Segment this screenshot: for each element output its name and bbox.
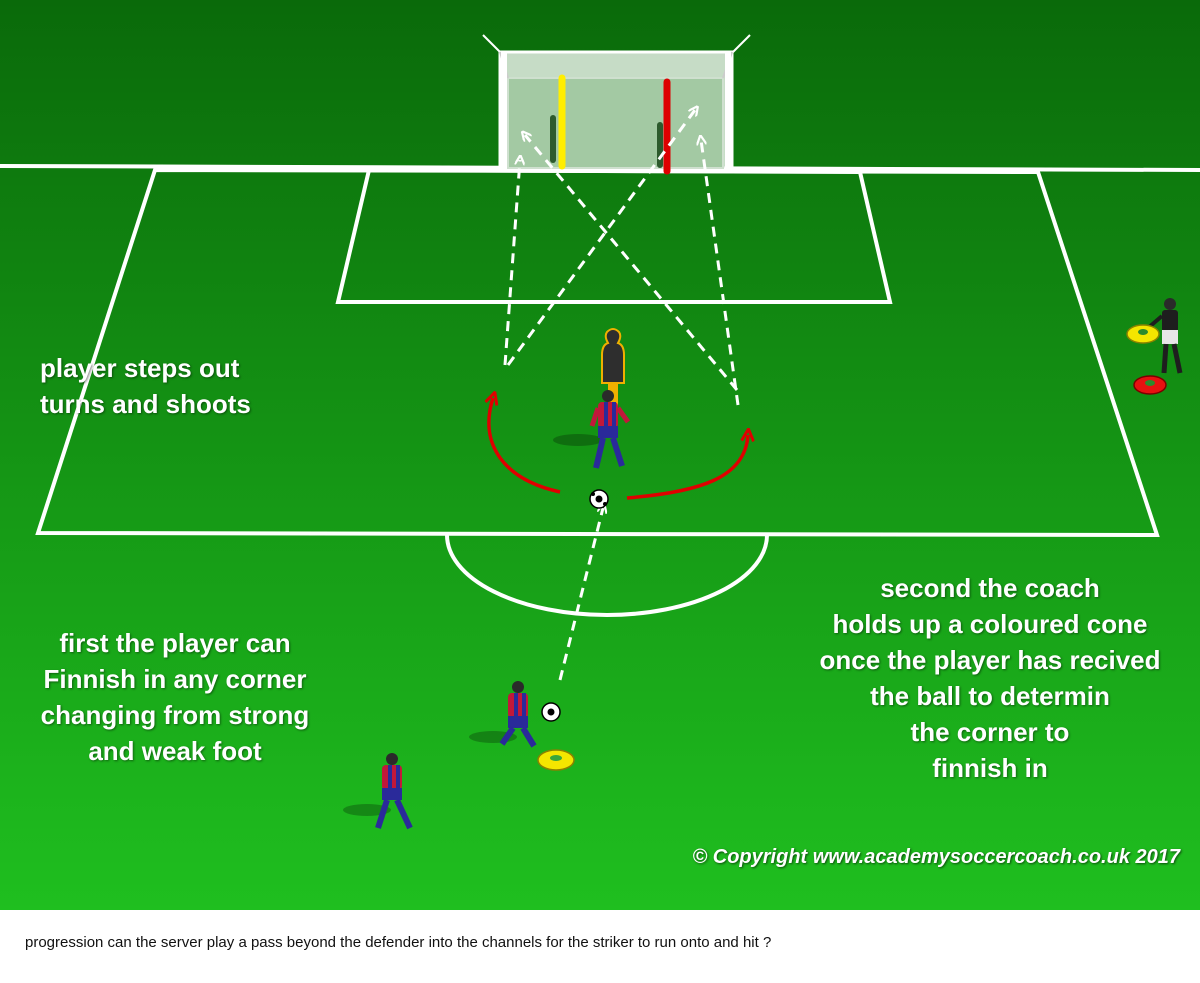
path-cross-right (506, 110, 695, 366)
server-player-icon (469, 681, 537, 748)
turn-arrows (489, 398, 748, 500)
ball-icon (589, 489, 609, 509)
pitch (0, 0, 1200, 910)
cone-icon (1126, 324, 1160, 344)
turn-arrow-left (489, 398, 561, 494)
ball-icon (541, 702, 561, 722)
path-cross-left (525, 135, 739, 391)
pass-path (558, 508, 603, 681)
turn-arrow-right (626, 435, 748, 500)
pole-yellow-icon (550, 74, 566, 170)
note-second-stage: second the coach holds up a coloured con… (819, 573, 1161, 783)
note-first-stage: first the player can Finnish in any corn… (40, 628, 310, 766)
goal-icon (482, 34, 751, 171)
note-steps-out: player steps out turns and shoots (40, 353, 251, 419)
player-icon (553, 390, 631, 469)
copyright-text: © Copyright www.academysoccercoach.co.uk… (692, 846, 1180, 868)
movement-paths (503, 110, 740, 681)
caption-text: progression can the server play a pass b… (25, 934, 772, 951)
cone-icon (537, 749, 575, 771)
path-near-right (701, 140, 740, 406)
path-near-left (503, 160, 520, 366)
waiting-player-icon (343, 753, 413, 830)
six-yard-box (335, 167, 893, 304)
cone-icon (1133, 375, 1167, 395)
penalty-arc (445, 534, 769, 617)
